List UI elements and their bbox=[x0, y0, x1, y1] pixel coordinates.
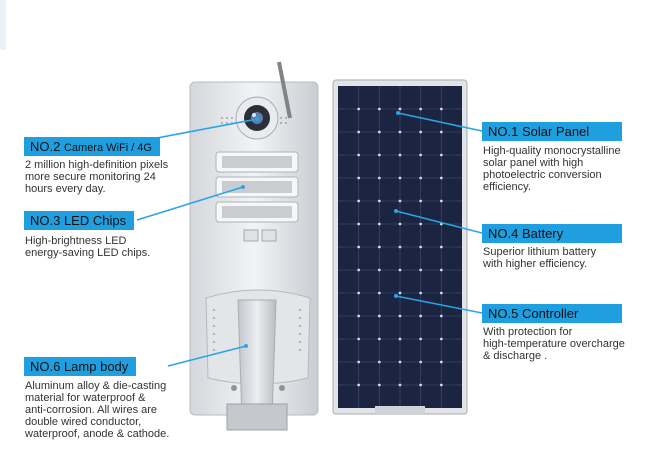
cell-junction bbox=[419, 314, 423, 318]
cell-junction bbox=[398, 107, 402, 111]
cell-junction bbox=[439, 107, 443, 111]
cell-junction bbox=[377, 291, 381, 295]
led-label: NO.3 LED Chips bbox=[24, 211, 135, 230]
cell-junction bbox=[357, 291, 361, 295]
cell-junction bbox=[419, 153, 423, 157]
controller-label: NO.5 Controller bbox=[482, 304, 622, 323]
cell-junction bbox=[419, 291, 423, 295]
cell-junction bbox=[439, 199, 443, 203]
led-description: High-brightness LED energy-saving LED ch… bbox=[25, 235, 151, 259]
cell-junction bbox=[439, 291, 443, 295]
cell-junction bbox=[419, 337, 423, 341]
cell-junction bbox=[439, 360, 443, 364]
cell-junction bbox=[419, 199, 423, 203]
cell-junction bbox=[419, 268, 423, 272]
camera-description: 2 million high-definition pixels more se… bbox=[25, 159, 169, 195]
cell-junction bbox=[377, 245, 381, 249]
cell-junction bbox=[439, 337, 443, 341]
cell-junction bbox=[439, 268, 443, 272]
lamp-body-label: NO.6 Lamp body bbox=[24, 357, 137, 376]
cell-junction bbox=[398, 130, 402, 134]
cell-junction bbox=[377, 176, 381, 180]
cell-junction bbox=[377, 383, 381, 387]
cell-junction bbox=[357, 337, 361, 341]
cell-junction bbox=[419, 245, 423, 249]
cell-junction bbox=[377, 222, 381, 226]
cell-junction bbox=[419, 360, 423, 364]
camera-label-text: Camera WiFi / 4G bbox=[63, 142, 152, 154]
cell-junction bbox=[398, 360, 402, 364]
cell-junction bbox=[377, 130, 381, 134]
cell-junction bbox=[377, 268, 381, 272]
cell-junction bbox=[398, 314, 402, 318]
battery-description: Superior lithium battery with higher eff… bbox=[483, 246, 597, 270]
antenna bbox=[277, 61, 292, 119]
cell-junction bbox=[357, 268, 361, 272]
solar-panel-description: High-quality monocrystalline solar panel… bbox=[483, 145, 621, 193]
cell-junction bbox=[439, 383, 443, 387]
cell-junction bbox=[419, 107, 423, 111]
cell-junction bbox=[398, 291, 402, 295]
cell-junction bbox=[398, 153, 402, 157]
lamp-body-description: Aluminum alloy & die-casting material fo… bbox=[25, 380, 170, 440]
cell-junction bbox=[419, 383, 423, 387]
cell-junction bbox=[357, 245, 361, 249]
led-modules bbox=[215, 151, 299, 223]
accent-edge bbox=[0, 0, 6, 50]
lamp-housing bbox=[189, 61, 319, 431]
cell-junction bbox=[357, 107, 361, 111]
cell-junction bbox=[357, 314, 361, 318]
cell-junction bbox=[357, 199, 361, 203]
cell-junction bbox=[377, 199, 381, 203]
cell-junction bbox=[377, 360, 381, 364]
cell-junction bbox=[439, 176, 443, 180]
cell-junction bbox=[357, 176, 361, 180]
cell-junction bbox=[439, 314, 443, 318]
cell-junction bbox=[357, 383, 361, 387]
cell-junction bbox=[398, 176, 402, 180]
cell-junction bbox=[357, 360, 361, 364]
cell-junction bbox=[357, 222, 361, 226]
cell-junction bbox=[377, 107, 381, 111]
cell-junction bbox=[439, 245, 443, 249]
cell-junction bbox=[398, 268, 402, 272]
cell-junction bbox=[439, 130, 443, 134]
cell-junction bbox=[398, 383, 402, 387]
cell-junction bbox=[398, 199, 402, 203]
solar-panel-label: NO.1 Solar Panel bbox=[482, 122, 622, 141]
cell-junction bbox=[419, 222, 423, 226]
mounting-arm bbox=[237, 299, 277, 421]
camera-label-no: NO.2 bbox=[30, 139, 61, 154]
cell-junction bbox=[439, 153, 443, 157]
cell-junction bbox=[377, 337, 381, 341]
cell-junction bbox=[419, 130, 423, 134]
cell-junction bbox=[398, 337, 402, 341]
cell-junction bbox=[357, 153, 361, 157]
cell-junction bbox=[357, 130, 361, 134]
cell-junction bbox=[398, 222, 402, 226]
controller-description: With protection for high-temperature ove… bbox=[483, 326, 625, 362]
mounting-bracket bbox=[226, 403, 288, 431]
cell-junction bbox=[377, 314, 381, 318]
camera-label: NO.2 Camera WiFi / 4G bbox=[24, 137, 160, 156]
cell-junction bbox=[398, 245, 402, 249]
cell-junction bbox=[377, 153, 381, 157]
battery-label: NO.4 Battery bbox=[482, 224, 622, 243]
cell-junction bbox=[419, 176, 423, 180]
solar-panel bbox=[332, 79, 468, 415]
